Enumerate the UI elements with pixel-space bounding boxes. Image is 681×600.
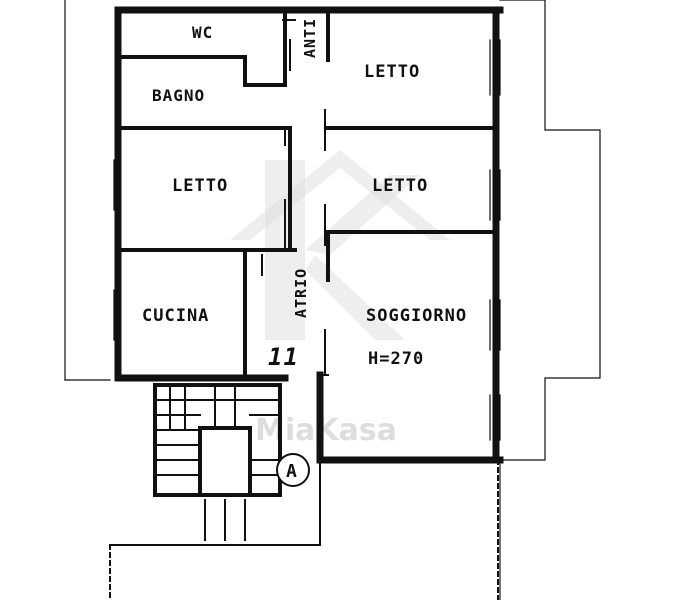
room-label-letto-mid-right: LETTO (372, 176, 428, 196)
watermark-text: MiaKasa (255, 413, 397, 448)
marker-a: A (276, 453, 310, 487)
room-label-atrio: ATRIO (292, 268, 310, 318)
interior-walls (116, 8, 498, 380)
room-label-letto-mid-left: LETTO (172, 176, 228, 196)
room-label-anti: ANTI (301, 18, 319, 58)
annotation-number: 11 (268, 343, 299, 371)
room-label-soggiorno: SOGGIORNO (366, 306, 467, 326)
room-height-label: H=270 (368, 349, 424, 369)
outer-walls (114, 6, 504, 464)
terrace-outline (499, 0, 601, 461)
room-label-bagno: BAGNO (152, 86, 205, 105)
staircase (153, 383, 282, 541)
windows (113, 39, 501, 441)
landing (109, 459, 499, 600)
room-label-letto-top-right: LETTO (364, 62, 420, 82)
room-label-wc: WC (192, 23, 213, 42)
room-label-cucina: CUCINA (142, 306, 209, 326)
marker-a-label: A (286, 461, 298, 482)
